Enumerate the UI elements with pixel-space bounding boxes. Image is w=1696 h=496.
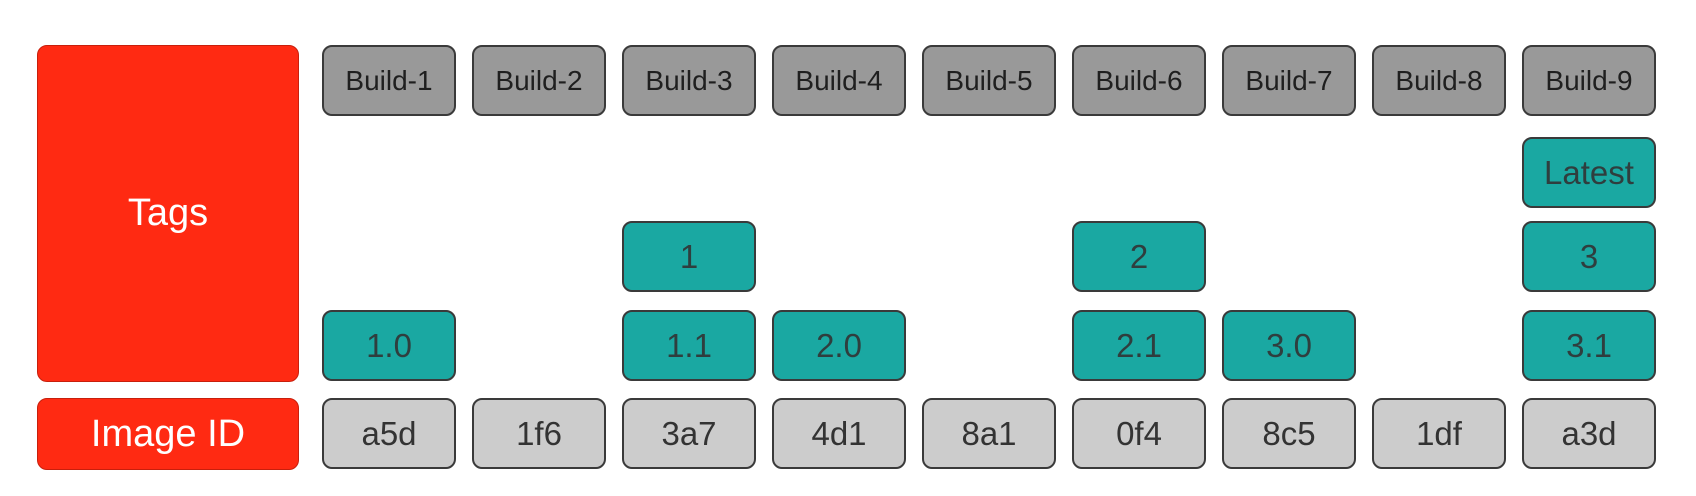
tag-minor-2-0: 2.0 (772, 310, 906, 381)
build-1-box: Build-1 (322, 45, 456, 116)
tags-label: Tags (37, 45, 299, 382)
build-5-box: Build-5 (922, 45, 1056, 116)
image-id-box: 0f4 (1072, 398, 1206, 469)
image-id-box: 4d1 (772, 398, 906, 469)
tag-major-3: 3 (1522, 221, 1656, 292)
build-9-box: Build-9 (1522, 45, 1656, 116)
image-id-box: 1f6 (472, 398, 606, 469)
image-id-box: 8a1 (922, 398, 1056, 469)
tag-major-2: 2 (1072, 221, 1206, 292)
tag-minor-2-1: 2.1 (1072, 310, 1206, 381)
build-4-box: Build-4 (772, 45, 906, 116)
image-id-box: 3a7 (622, 398, 756, 469)
build-6-box: Build-6 (1072, 45, 1206, 116)
image-id-box: 1df (1372, 398, 1506, 469)
build-7-box: Build-7 (1222, 45, 1356, 116)
image-id-label: Image ID (37, 398, 299, 470)
tag-minor-1-1: 1.1 (622, 310, 756, 381)
build-2-box: Build-2 (472, 45, 606, 116)
tag-latest: Latest (1522, 137, 1656, 208)
image-id-box: 8c5 (1222, 398, 1356, 469)
build-8-box: Build-8 (1372, 45, 1506, 116)
tag-minor-3-0: 3.0 (1222, 310, 1356, 381)
image-id-box: a5d (322, 398, 456, 469)
tag-major-1: 1 (622, 221, 756, 292)
build-3-box: Build-3 (622, 45, 756, 116)
tag-minor-1-0: 1.0 (322, 310, 456, 381)
tag-minor-3-1: 3.1 (1522, 310, 1656, 381)
image-id-box: a3d (1522, 398, 1656, 469)
